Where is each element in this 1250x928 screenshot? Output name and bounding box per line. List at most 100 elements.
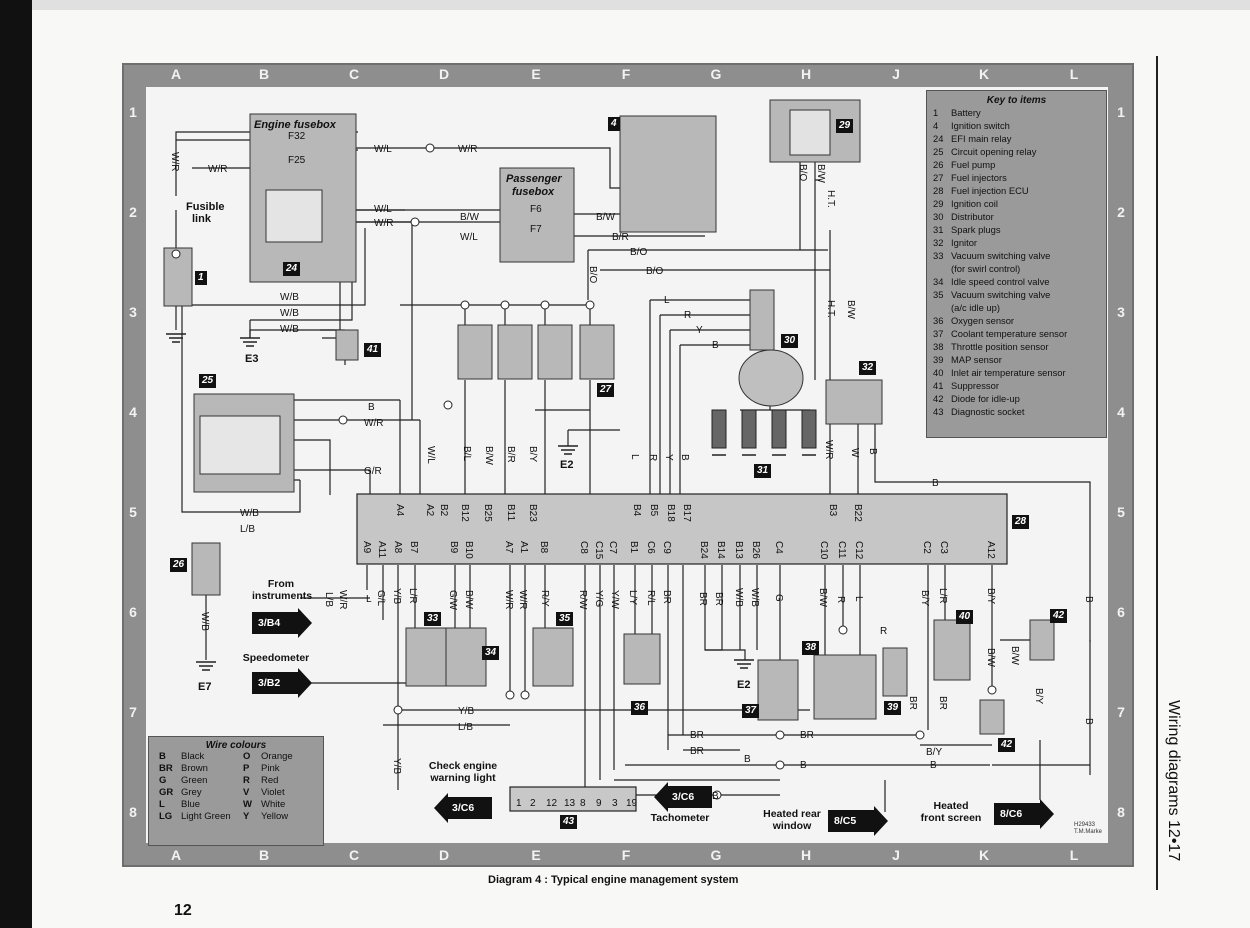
diag-pin-label: 9 xyxy=(596,798,602,809)
wire-label: W xyxy=(849,448,860,458)
wire-label: B xyxy=(867,448,878,455)
grid-row-label: 7 xyxy=(129,704,137,720)
grid-column-label: D xyxy=(438,66,450,82)
wire-label: B/Y xyxy=(926,747,942,758)
item-tag-distributor: 30 xyxy=(781,334,799,348)
grid-column-label: C xyxy=(348,66,360,82)
wire-label: BR xyxy=(713,592,724,606)
wire-colour-code: White xyxy=(261,799,286,810)
item-tag-throttle-sensor: 38 xyxy=(802,641,820,655)
wire-label: W/R xyxy=(337,590,348,609)
item-tag-diag-socket: 43 xyxy=(560,815,578,829)
wire-label: W/B xyxy=(199,612,210,631)
grid-row-label: 3 xyxy=(129,304,137,320)
wire-label: B/Y xyxy=(527,446,538,462)
ref-arrow-speedometer[interactable]: 3/B2 xyxy=(252,668,312,698)
grid-row-label: 5 xyxy=(129,504,137,520)
wire-label: B xyxy=(744,754,751,765)
wire-label: R xyxy=(684,310,691,321)
ecu-pin-label: B9 xyxy=(448,541,459,554)
wire-label: BR xyxy=(937,696,948,710)
item-tag-map-sensor: 39 xyxy=(884,701,902,715)
wire-colour-code: V xyxy=(243,787,250,798)
diag-pin-label: 2 xyxy=(530,798,536,809)
wire-label: BR xyxy=(800,730,814,741)
wire-label: B/O xyxy=(797,164,808,181)
wire-colour-code: R xyxy=(243,775,250,786)
wire-label: B/W xyxy=(596,212,615,223)
wire-label: B/Y xyxy=(1033,688,1044,704)
grid-column-label: H xyxy=(800,847,812,863)
wire-label: L/R xyxy=(407,588,418,604)
grid-row-label: 2 xyxy=(129,204,137,220)
credit-text: H29433 T.M.Marke xyxy=(1074,822,1103,835)
wire-label: L/B xyxy=(323,592,334,607)
wire-label: B/L xyxy=(461,446,472,461)
ecu-pin-label: B22 xyxy=(852,504,863,522)
wire-label: R/W xyxy=(577,590,588,610)
item-tag-oxygen-sensor: 36 xyxy=(631,701,649,715)
wire-label: W/R xyxy=(458,144,477,155)
wire-label: L xyxy=(853,596,864,602)
wire-label: L xyxy=(366,594,372,605)
earth-e3-label: E3 xyxy=(245,353,258,365)
wire-colour-code: Orange xyxy=(261,751,293,762)
item-tag-ignitor: 32 xyxy=(859,361,877,375)
margin-rule xyxy=(1156,56,1158,890)
wire-colour-code: Brown xyxy=(181,763,208,774)
earth-e2-label-bottom: E2 xyxy=(737,679,750,691)
grid-column-label: L xyxy=(1069,847,1079,863)
grid-column-label: K xyxy=(978,847,990,863)
ecu-pin-label: B8 xyxy=(538,541,549,554)
ref-arrow-instruments[interactable]: 3/B4 xyxy=(252,608,312,638)
ref-arrow-heated-rear[interactable]: 8/C5 xyxy=(828,806,888,836)
grid-row-label: 6 xyxy=(1117,604,1125,620)
wire-label: G/W xyxy=(447,590,458,611)
wire-colour-code: W xyxy=(243,799,252,810)
wire-label: BR xyxy=(697,592,708,606)
ecu-pin-label: B13 xyxy=(733,541,744,559)
wire-label: B xyxy=(800,760,807,771)
wire-colour-code: Green xyxy=(181,775,208,786)
ref-arrow-check-engine[interactable]: 3/C6 xyxy=(434,793,498,823)
ecu-pin-label: C9 xyxy=(661,541,672,554)
wire-label: R xyxy=(647,454,658,461)
key-item: (a/c idle up) xyxy=(951,302,1000,313)
wire-label: B/R xyxy=(505,446,516,463)
wire-label: W/L xyxy=(460,232,478,243)
ecu-pin-label: B3 xyxy=(827,504,838,517)
key-item: (for swirl control) xyxy=(951,263,1021,274)
item-tag-vsv-ac: 35 xyxy=(556,612,574,626)
item-tag-suppressor: 41 xyxy=(364,343,382,357)
wire-colour-code: B xyxy=(159,751,166,762)
grid-column-label: L xyxy=(1069,66,1079,82)
ref-arrow-heated-front[interactable]: 8/C6 xyxy=(994,799,1054,829)
wire-label: Y/B xyxy=(458,706,474,717)
grid-column-label: B xyxy=(258,66,270,82)
ecu-pin-label: A12 xyxy=(985,541,996,559)
wire-label: H.T. xyxy=(825,190,836,208)
grid-column-label: J xyxy=(892,847,900,863)
wire-label: B/W xyxy=(1009,646,1020,665)
ecu-pin-label: B4 xyxy=(631,504,642,517)
wire-label: L/B xyxy=(458,722,473,733)
top-edge xyxy=(32,0,1250,10)
wire-colour-code: Black xyxy=(181,751,205,762)
wire-label: B/W xyxy=(845,300,856,319)
ref-arrow-tachometer[interactable]: 3/C6 xyxy=(654,782,718,812)
ecu-pin-label: B10 xyxy=(463,541,474,559)
wire-label: Y/G xyxy=(593,590,604,607)
ecu-pin-label: C3 xyxy=(938,541,949,554)
